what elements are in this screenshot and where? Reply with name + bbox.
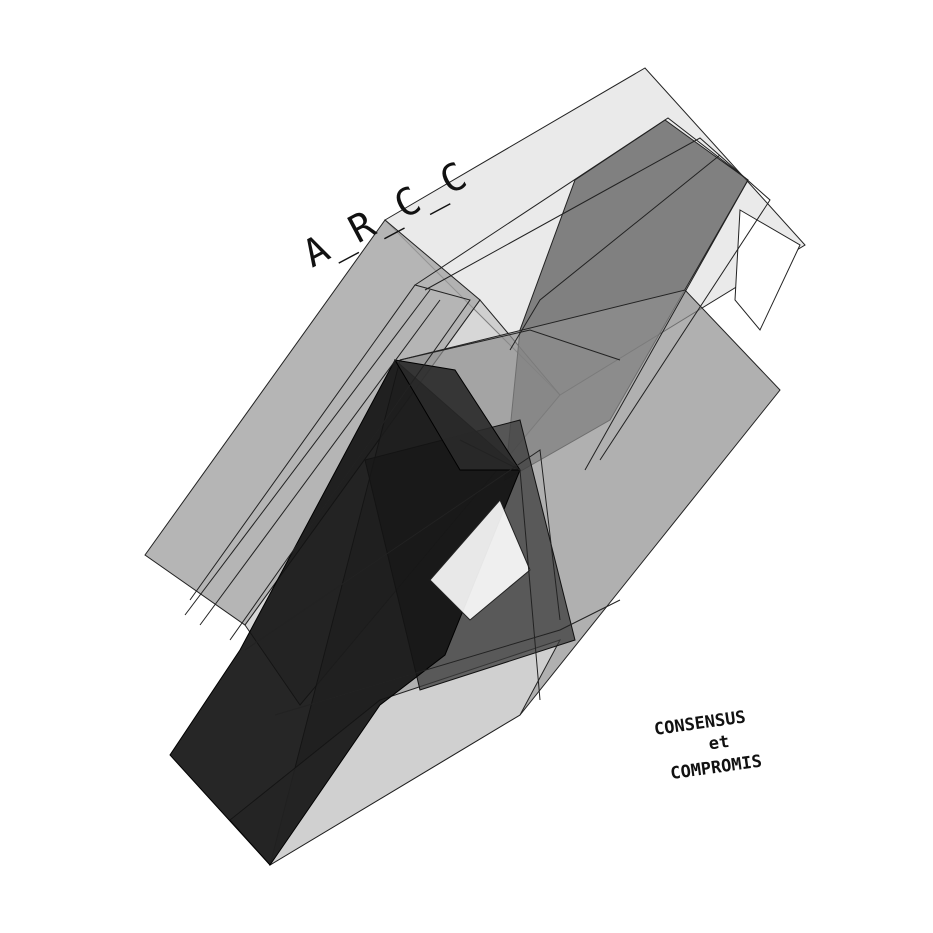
white-opening-upper (734, 209, 801, 331)
white-opening-lower (429, 499, 531, 621)
album-title-line-3: COMPROMIS (669, 751, 763, 784)
album-title-line-1: CONSENSUS (653, 707, 747, 740)
album-title: CONSENSUS et COMPROMIS (653, 707, 763, 784)
abstract-prism-composition (144, 67, 806, 867)
album-title-line-2: et (707, 732, 730, 755)
wireframe-outlines (184, 117, 771, 716)
black-prism-face (169, 359, 521, 866)
